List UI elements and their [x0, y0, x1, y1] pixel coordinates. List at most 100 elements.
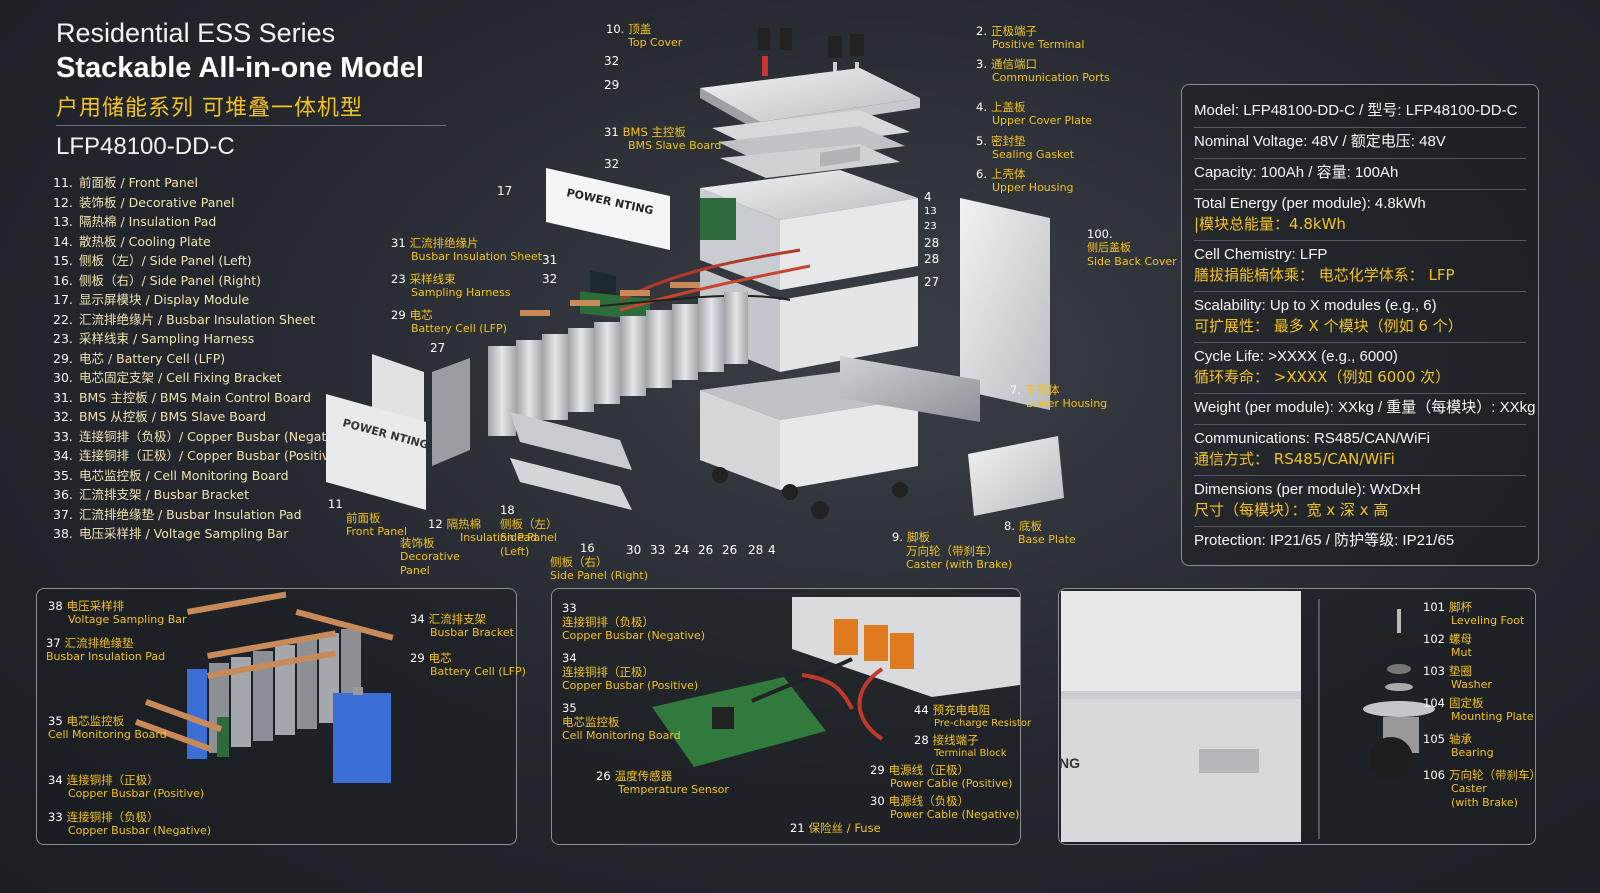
- parts-legend-item: 15. 侧板（左）/ Side Panel (Left): [53, 253, 252, 268]
- parts-legend-item: 30. 电芯固定支架 / Cell Fixing Bracket: [53, 370, 282, 385]
- parts-legend-item: 22. 汇流排绝缘片 / Busbar Insulation Sheet: [53, 311, 316, 327]
- model-title-chinese: 户用储能系列 可堆叠一体机型: [56, 96, 363, 121]
- callout-28-right: 28: [924, 236, 940, 250]
- callout-13-right: 13: [924, 206, 937, 217]
- parts-legend-item: 11. 前面板 / Front Panel: [53, 175, 198, 190]
- parts-legend-item: 34. 连接铜排（正极）/ Copper Busbar (Positive): [53, 448, 342, 463]
- lower-frame-shape: [700, 372, 918, 519]
- side-panel-right-shape: [510, 458, 632, 510]
- title-divider: [56, 125, 446, 126]
- callout-32b: 32: [604, 157, 620, 171]
- spec-scalability: Scalability: Up to X modules (e.g., 6)可扩…: [1194, 292, 1526, 343]
- parts-legend-item: 17. 显示屏模块 / Display Module: [53, 292, 250, 307]
- bms-board-shape: [700, 198, 736, 240]
- side-back-cover-shape: [960, 198, 1050, 410]
- parts-legend-item: 38. 电压采样排 / Voltage Sampling Bar: [53, 526, 289, 541]
- parts-legend-item: 33. 连接铜排（负极）/ Copper Busbar (Negative): [53, 428, 350, 444]
- callout-26-bottom: 26: [698, 543, 714, 557]
- battery-cell-stack: [488, 292, 748, 436]
- specifications-panel: Model: LFP48100-DD-C / 型号: LFP48100-DD-C…: [1181, 84, 1539, 566]
- bms-slave-shape: [580, 291, 650, 321]
- parts-legend-item: 32. BMS 从控板 / BMS Slave Board: [53, 409, 267, 424]
- top-cover-shape: [700, 68, 920, 122]
- lower-housing-shape: [840, 356, 980, 422]
- callout-32c: 32: [542, 272, 558, 286]
- copper-busbars: [520, 282, 700, 316]
- callout-32a: 32: [604, 54, 620, 68]
- parts-legend-item: 36. 汇流排支架 / Busbar Bracket: [53, 487, 249, 502]
- bms-wiring-illustration: [652, 597, 1020, 767]
- callout-17: 17: [497, 184, 513, 198]
- parts-legend-item: 12. 装饰板 / Decorative Panel: [53, 194, 235, 210]
- callout-27-right: 27: [924, 275, 940, 289]
- callout-26-bottom-2: 26: [722, 543, 738, 557]
- display-module-shape: POWER NTING: [546, 168, 670, 298]
- parts-legend-item: 14. 散热板 / Cooling Plate: [53, 233, 211, 249]
- cell-module-illustration: [134, 591, 394, 783]
- callout-30-bottom: 30: [626, 543, 642, 557]
- parts-legend-item: 29. 电芯 / Battery Cell (LFP): [53, 350, 226, 366]
- label-caster: 9.脚板万向轮（带刹车）Caster (with Brake): [892, 530, 1013, 571]
- box3-brand-text: NG: [1059, 755, 1080, 771]
- insulation-pad-shape: [432, 358, 470, 466]
- parts-legend-item: 35. 电芯监控板 / Cell Monitoring Board: [53, 467, 289, 483]
- exploded-view-diagram: POWER NTING POWER NTING: [326, 28, 1064, 519]
- parts-legend-item: 37. 汇流排绝缘垫 / Busbar Insulation Pad: [53, 506, 302, 522]
- base-plate-shape: [968, 436, 1064, 516]
- callout-28-right-2: 28: [924, 252, 940, 266]
- callout-31b: 31: [542, 253, 558, 267]
- parts-legend: 11. 前面板 / Front Panel 12. 装饰板 / Decorati…: [53, 173, 393, 544]
- model-title: Stackable All-in-one Model: [56, 52, 424, 84]
- parts-legend-item: 13. 隔热棉 / Insulation Pad: [53, 214, 217, 229]
- decorative-panel-shape: [326, 394, 426, 510]
- callout-4-right: 4: [924, 190, 932, 204]
- spec-weight: Weight (per module): XXkg / 重量（每模块）: XXk…: [1194, 394, 1536, 425]
- callout-4-bottom: 4: [768, 543, 776, 557]
- model-number: LFP48100-DD-C: [56, 133, 235, 160]
- spec-voltage: Nominal Voltage: 48V / 额定电压: 48V: [1194, 128, 1526, 159]
- caster-illustration: [1061, 591, 1435, 842]
- spec-energy: Total Energy (per module): 4.8kWh|模块总能量：…: [1194, 190, 1526, 241]
- spec-model: Model: LFP48100-DD-C / 型号: LFP48100-DD-C: [1194, 97, 1526, 128]
- callout-24-bottom: 24: [674, 543, 690, 557]
